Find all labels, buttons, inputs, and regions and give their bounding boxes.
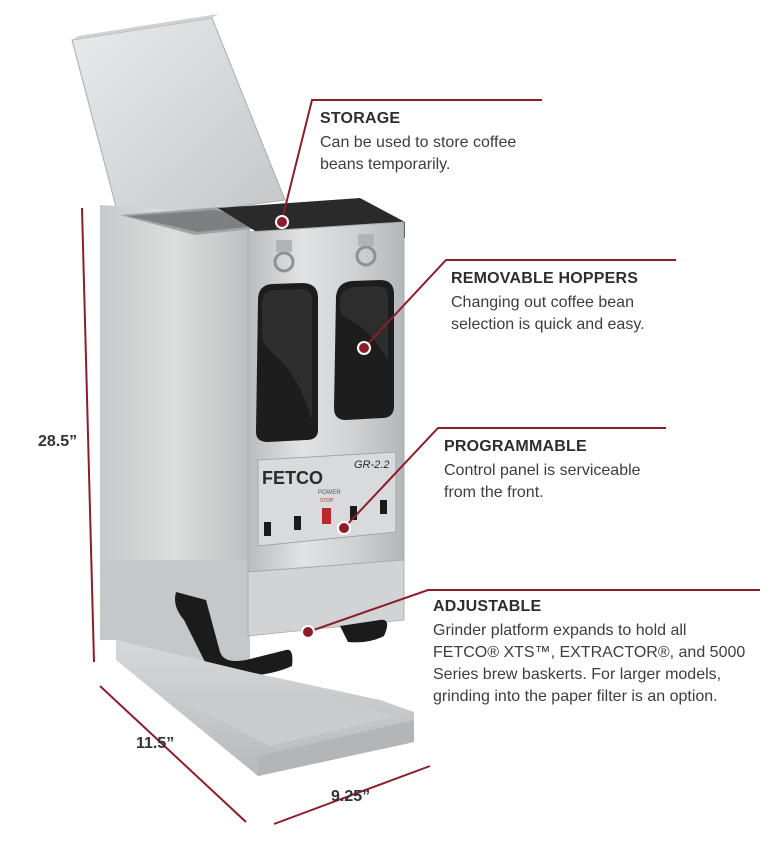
adjustable-desc-line: Series brew baskerts. For larger models,	[433, 666, 722, 683]
storage-title: STORAGE	[320, 110, 401, 127]
power-switch[interactable]	[322, 508, 331, 524]
adjustable-title: ADJUSTABLE	[433, 598, 542, 615]
programmable-callout: PROGRAMMABLE Control panel is serviceabl…	[444, 438, 641, 504]
storage-desc-line: beans temporarily.	[320, 156, 451, 173]
width-dimension-label: 9.25”	[331, 788, 371, 805]
storage-desc-line: Can be used to store coffee	[320, 134, 517, 151]
adjustable-desc-line: Grinder platform expands to hold all	[433, 622, 687, 639]
hoppers-description: Changing out coffee bean selection is qu…	[451, 292, 645, 336]
storage-callout: STORAGE Can be used to store coffee bean…	[320, 110, 516, 176]
control-panel	[257, 451, 397, 547]
hoppers-desc-line: Changing out coffee bean	[451, 294, 634, 311]
adjustable-description: Grinder platform expands to hold all FET…	[433, 620, 745, 708]
adjustable-desc-line: FETCO® XTS™, EXTRACTOR®, and 5000	[433, 644, 746, 661]
height-dimension-line	[81, 207, 95, 663]
hoppers-leader	[357, 259, 676, 355]
width-dimension-line	[273, 765, 431, 825]
hoppers-desc-line: selection is quick and easy.	[451, 316, 645, 333]
body-left-side	[100, 205, 250, 560]
dispense-plate	[247, 559, 405, 637]
switch-4[interactable]	[380, 500, 387, 514]
chute-right	[340, 619, 388, 643]
switch-3[interactable]	[350, 506, 357, 520]
adjustable-leader	[301, 589, 760, 639]
brand-logo: FETCO	[262, 468, 323, 488]
power-sub-label: STOP	[320, 498, 334, 504]
lid	[71, 17, 286, 223]
power-label: POWER	[318, 490, 341, 496]
depth-dimension-label: 11.5”	[136, 735, 175, 752]
programmable-desc-line: from the front.	[444, 484, 544, 501]
programmable-desc-line: Control panel is serviceable	[444, 462, 641, 479]
storage-description: Can be used to store coffee beans tempor…	[320, 132, 516, 176]
programmable-description: Control panel is serviceable from the fr…	[444, 460, 641, 504]
programmable-title: PROGRAMMABLE	[444, 438, 587, 455]
storage-leader	[275, 99, 542, 229]
adjustable-callout: ADJUSTABLE Grinder platform expands to h…	[433, 598, 745, 708]
programmable-leader	[337, 427, 666, 535]
hopper-latch-right	[355, 234, 377, 267]
model-label: GR-2.2	[354, 459, 389, 471]
switch-1[interactable]	[264, 522, 271, 536]
hoppers-callout: REMOVABLE HOPPERS Changing out coffee be…	[451, 270, 645, 336]
hoppers-title: REMOVABLE HOPPERS	[451, 270, 639, 287]
hopper-latch-left	[273, 240, 295, 273]
depth-dimension-line	[99, 685, 247, 823]
height-dimension-label: 28.5”	[38, 433, 78, 450]
adjustable-desc-line: grinding into the paper filter is an opt…	[433, 688, 718, 705]
switch-2[interactable]	[294, 516, 301, 530]
chute-left	[175, 592, 293, 676]
